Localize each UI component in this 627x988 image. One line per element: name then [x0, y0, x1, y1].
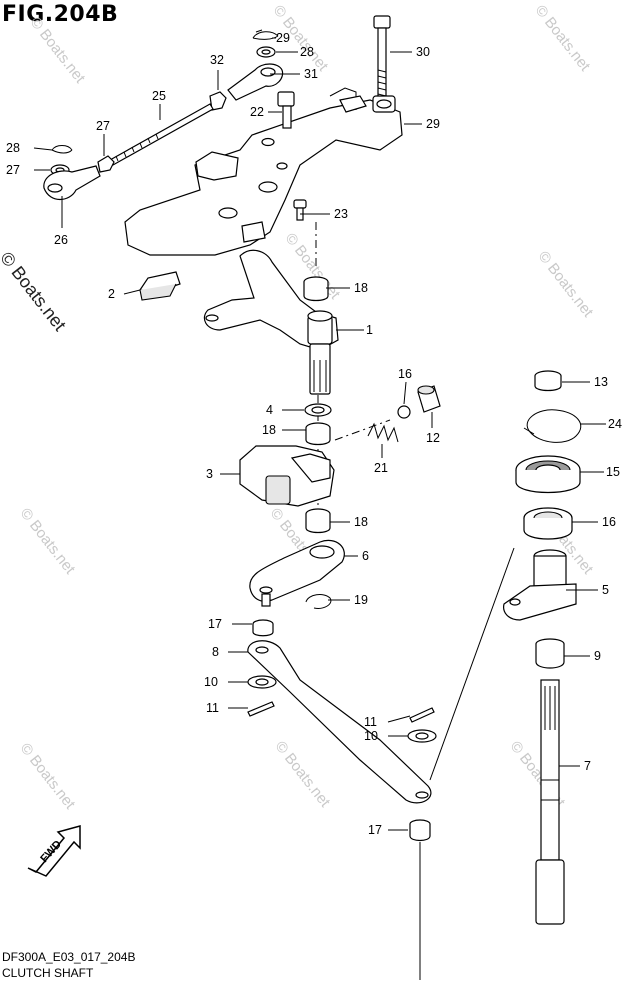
part-18-bushing-low[interactable]: [305, 508, 331, 534]
part-9-bushing[interactable]: [535, 638, 565, 669]
callout-leaders: [33, 37, 606, 831]
callout-32: 32: [210, 53, 224, 67]
part-3-housing[interactable]: [239, 445, 335, 507]
part-30-bolt[interactable]: [373, 15, 391, 99]
footer-name: CLUTCH SHAFT: [2, 966, 94, 980]
part-7-clutch-shaft[interactable]: [535, 679, 565, 925]
part-22-screw[interactable]: [293, 199, 307, 221]
callout-31: 31: [304, 67, 318, 81]
callout-13: 13: [594, 375, 608, 389]
part-14-ball[interactable]: [397, 405, 411, 419]
part-11-pin-lower[interactable]: [409, 707, 435, 723]
callout-30: 30: [416, 45, 430, 59]
figure-title: FIG.204B: [2, 2, 119, 27]
callout-29: 29: [426, 117, 440, 131]
part-31-rod-end-upper[interactable]: [227, 63, 284, 101]
part-1-clutch-lever[interactable]: [203, 249, 339, 395]
callout-18-low: 18: [354, 515, 368, 529]
part-23-circlip[interactable]: [523, 409, 582, 443]
callout-17-lower: 17: [368, 823, 382, 837]
part-21-bolt[interactable]: [277, 91, 295, 129]
part-8-link[interactable]: [247, 640, 432, 804]
part-18-bushing-mid[interactable]: [305, 422, 331, 446]
callout-9: 9: [594, 649, 601, 663]
part-28-clip-lower[interactable]: [51, 145, 73, 154]
callout-11-upper: 11: [206, 701, 219, 715]
part-20-spring[interactable]: [367, 422, 399, 443]
part-24-threaded-rod[interactable]: [109, 103, 214, 166]
part-13-plug[interactable]: [534, 370, 562, 392]
part-12-sleeve[interactable]: [417, 385, 441, 413]
callout-6: 6: [362, 549, 369, 563]
part-27-washer-upper[interactable]: [256, 46, 276, 58]
callout-2: 2: [108, 287, 115, 301]
part-17-bushing-lower[interactable]: [409, 819, 431, 842]
part-6-lever[interactable]: [249, 539, 345, 607]
part-18-bushing-top[interactable]: [303, 276, 329, 302]
callout-22: 23: [334, 207, 348, 221]
callout-1: 1: [366, 323, 373, 337]
part-4-washer[interactable]: [304, 403, 332, 417]
footer-code: DF300A_E03_017_204B: [2, 950, 136, 964]
callout-labels: 29 28 30 32 31 25 29 22 27 28 27 23 26 1…: [6, 31, 622, 837]
callout-15: 15: [606, 465, 620, 479]
part-16-seal[interactable]: [523, 507, 573, 540]
callout-24: 25: [152, 89, 166, 103]
callout-21: 22: [250, 105, 264, 119]
callout-19: 19: [354, 593, 368, 607]
callout-18-mid: 18: [262, 423, 276, 437]
part-17-bushing-upper[interactable]: [252, 619, 274, 637]
callout-25: 26: [54, 233, 68, 247]
part-28-clip-upper[interactable]: [252, 29, 279, 40]
callout-23: 24: [608, 417, 622, 431]
part-15-bearing[interactable]: [515, 455, 581, 494]
fwd-arrow-icon: FWD: [27, 825, 81, 877]
callout-10-lower: 10: [364, 729, 378, 743]
callout-4: 4: [266, 403, 273, 417]
callout-26: 27: [96, 119, 110, 133]
part-26-nut-lower[interactable]: [97, 155, 115, 173]
part-19-e-clip[interactable]: [305, 594, 332, 609]
callout-8: 8: [212, 645, 219, 659]
callout-18-top: 18: [354, 281, 368, 295]
part-10-washer-upper[interactable]: [247, 675, 277, 689]
callout-5: 5: [602, 583, 609, 597]
callout-7: 7: [584, 759, 591, 773]
callout-12: 12: [426, 431, 440, 445]
part-11-pin-upper[interactable]: [247, 701, 275, 717]
callout-28-upper: 29: [276, 31, 290, 45]
callout-20: 21: [374, 461, 388, 475]
part-10-washer-lower[interactable]: [407, 729, 437, 743]
callout-10-upper: 10: [204, 675, 218, 689]
part-25-rod-end-lower[interactable]: [43, 165, 101, 201]
part-29-bracket[interactable]: [124, 87, 403, 256]
callout-16: 16: [602, 515, 616, 529]
part-5-guide[interactable]: [503, 549, 577, 621]
callout-27-upper: 28: [300, 45, 314, 59]
part-2-clip[interactable]: [138, 271, 181, 301]
callout-27-lower: 27: [6, 163, 20, 177]
callout-17-upper: 17: [208, 617, 222, 631]
callout-11-lower: 11: [364, 715, 377, 729]
callout-14: 16: [398, 367, 412, 381]
callout-3: 3: [206, 467, 213, 481]
callout-28-lower: 28: [6, 141, 20, 155]
